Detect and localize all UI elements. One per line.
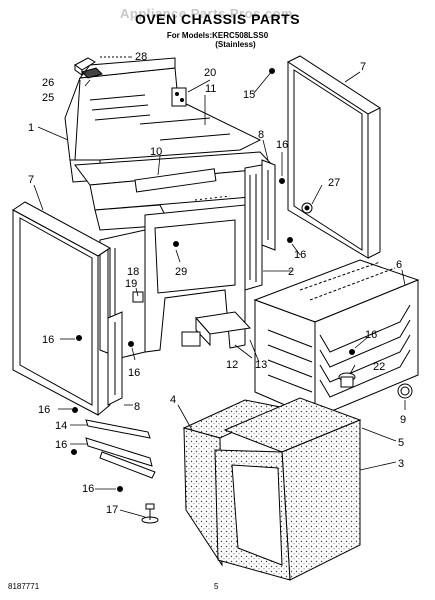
side-bracket-left [107, 311, 123, 406]
callout-9: 9 [400, 414, 406, 426]
oven-rack-cage [253, 259, 420, 419]
callout-25: 22 [373, 361, 385, 373]
callout-27: 26 [42, 77, 54, 89]
callout-11: 11 [205, 83, 216, 95]
callout-7-left: 7 [28, 174, 34, 186]
model-subtitle: For Models:KERC508LSS0 [166, 31, 269, 40]
page-number: 5 [214, 582, 219, 591]
callout-15: 14 [55, 420, 67, 432]
callout-10: 10 [150, 146, 162, 158]
knob-part-9 [397, 383, 413, 399]
callout-29: 28 [135, 51, 147, 63]
small-parts-top-left [74, 56, 128, 79]
callout-16-g: 16 [365, 329, 377, 341]
callout-7-right: 7 [360, 61, 366, 73]
callout-14: 13 [255, 359, 267, 371]
callout-labels: 1 2 3 4 5 6 7 7 8 8 9 10 11 12 13 14 15 … [28, 51, 406, 516]
leader-lines [33, 56, 406, 518]
callout-16-f: 16 [38, 404, 50, 416]
callout-19: 18 [127, 266, 139, 278]
callout-1: 1 [28, 122, 34, 134]
callout-16-c: 16 [294, 249, 306, 261]
leveling-leg [141, 503, 159, 524]
callout-22: 20 [204, 67, 216, 79]
callout-3: 3 [398, 458, 404, 470]
bottom-components [85, 311, 252, 479]
callout-16-d: 16 [42, 334, 54, 346]
bake-element-terminal [338, 372, 356, 388]
side-bracket-right [261, 159, 276, 251]
callout-16-a: 15 [243, 89, 255, 101]
left-side-panel [12, 201, 111, 416]
callout-20: 19 [125, 278, 137, 290]
callout-16-h: 16 [82, 483, 94, 495]
insulation-blanket [182, 397, 362, 581]
callout-30: 29 [175, 266, 187, 278]
right-side-panel [286, 55, 382, 259]
callout-13: 12 [226, 359, 238, 371]
callout-16-e: 16 [128, 367, 140, 379]
callout-8-right: 8 [258, 129, 264, 141]
callout-6: 6 [396, 259, 402, 271]
callout-17: 16 [55, 439, 67, 451]
finish-subtitle: (Stainless) [215, 40, 256, 49]
callout-28: 27 [328, 177, 340, 189]
callout-8-left: 8 [134, 401, 140, 413]
watermark: Appliance Parts Pros.com [120, 6, 294, 21]
callout-4: 4 [170, 394, 176, 406]
screws [71, 68, 355, 492]
callout-26: 25 [42, 92, 54, 104]
callout-5: 5 [398, 437, 404, 449]
callout-18: 17 [106, 504, 118, 516]
page-title: OVEN CHASSIS PARTS [134, 11, 301, 27]
diagram-part-number: 8187771 [8, 582, 40, 591]
callout-2: 2 [288, 266, 294, 278]
callout-16-b: 16 [276, 139, 288, 151]
